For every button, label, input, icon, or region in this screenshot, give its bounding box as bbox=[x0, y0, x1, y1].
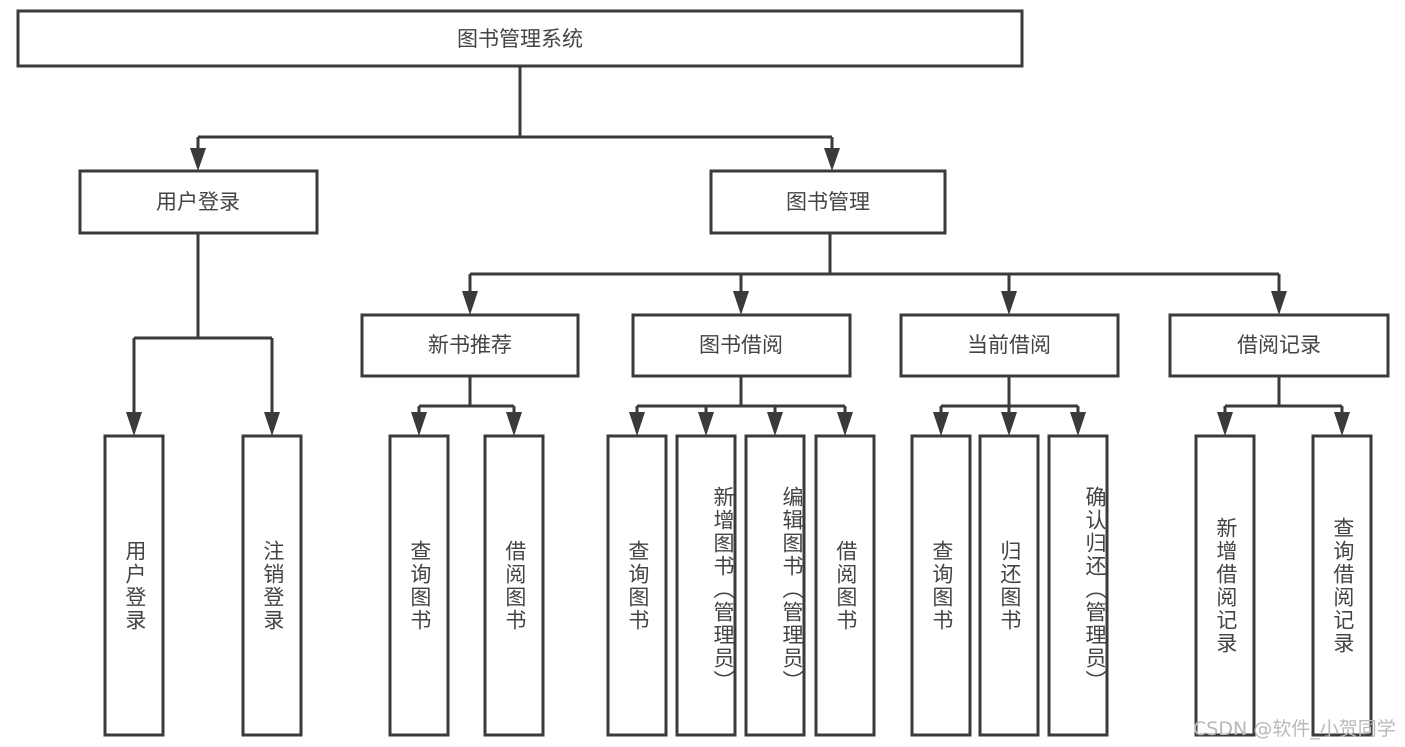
connector-new-book-rec-to-leaves bbox=[411, 376, 522, 436]
arrow-head-current-borrow bbox=[1001, 291, 1017, 315]
connector-user-login-to-leaves bbox=[126, 233, 280, 436]
arrow-head-leaf-borrow-query bbox=[629, 412, 645, 436]
leaf-box-borrow-query[interactable] bbox=[606, 434, 668, 737]
node-new-book-rec[interactable]: 新书推荐 bbox=[360, 313, 580, 378]
arrow-head-user-login bbox=[190, 148, 206, 171]
node-book-borrow-label: 图书借阅 bbox=[699, 333, 783, 357]
node-current-borrow[interactable]: 当前借阅 bbox=[899, 313, 1120, 378]
connector-book-manage-to-level3 bbox=[462, 233, 1287, 315]
arrow-head-leaf-borrow-borrow bbox=[837, 412, 853, 436]
leaf-box-rec-query2[interactable] bbox=[1311, 434, 1373, 737]
leaf-boxes bbox=[103, 434, 1373, 737]
leaf-box-cur-query[interactable] bbox=[910, 434, 972, 737]
node-current-borrow-label: 当前借阅 bbox=[967, 333, 1051, 357]
arrow-head-book-manage bbox=[824, 148, 840, 171]
node-borrow-record-label: 借阅记录 bbox=[1237, 333, 1321, 357]
arrow-head-borrow-record bbox=[1271, 291, 1287, 315]
csdn-watermark: CSDN @软件_小贺同学 bbox=[1193, 718, 1396, 740]
arrow-head-leaf-borrow-edit bbox=[767, 412, 783, 436]
leaf-box-rec-borrow[interactable] bbox=[483, 434, 545, 737]
node-new-book-rec-label: 新书推荐 bbox=[428, 333, 512, 357]
arrow-head-leaf-logout bbox=[264, 412, 280, 436]
node-user-login-label: 用户登录 bbox=[156, 190, 240, 214]
node-book-manage[interactable]: 图书管理 bbox=[709, 169, 947, 235]
leaf-box-borrow-add[interactable] bbox=[675, 434, 737, 737]
arrow-head-leaf-borrow-add bbox=[698, 412, 714, 436]
node-root[interactable]: 图书管理系统 bbox=[16, 9, 1024, 68]
leaf-box-rec-add[interactable] bbox=[1194, 434, 1256, 737]
leaf-box-logout[interactable] bbox=[241, 434, 303, 737]
arrow-head-leaf-cur-query bbox=[933, 412, 949, 436]
arrow-head-leaf-rec-add bbox=[1217, 412, 1233, 436]
arrow-head-new-book-rec bbox=[462, 291, 478, 315]
leaf-box-borrow-borrow[interactable] bbox=[814, 434, 876, 737]
arrow-head-leaf-cur-return bbox=[1001, 412, 1017, 436]
arrow-head-leaf-cur-confirm bbox=[1070, 412, 1086, 436]
node-book-borrow[interactable]: 图书借阅 bbox=[631, 313, 852, 378]
leaf-box-borrow-edit[interactable] bbox=[744, 434, 806, 737]
arrow-head-book-borrow bbox=[733, 291, 749, 315]
arrow-head-leaf-rec-borrow bbox=[506, 412, 522, 436]
leaf-box-cur-confirm[interactable] bbox=[1047, 434, 1109, 737]
connector-current-borrow-to-leaves bbox=[933, 376, 1086, 436]
node-book-manage-label: 图书管理 bbox=[786, 190, 870, 214]
leaf-box-cur-return[interactable] bbox=[978, 434, 1040, 737]
arrow-head-leaf-rec-query bbox=[411, 412, 427, 436]
arrow-head-leaf-user-login bbox=[126, 412, 142, 436]
node-root-label: 图书管理系统 bbox=[457, 27, 583, 51]
leaf-box-user-login[interactable] bbox=[103, 434, 165, 737]
connector-root-to-level2 bbox=[190, 66, 840, 171]
arrow-head-leaf-rec-query2 bbox=[1334, 412, 1350, 436]
node-user-login[interactable]: 用户登录 bbox=[78, 169, 319, 235]
connector-book-borrow-to-leaves bbox=[629, 376, 853, 436]
leaf-box-rec-query[interactable] bbox=[388, 434, 450, 737]
node-borrow-record[interactable]: 借阅记录 bbox=[1168, 313, 1390, 378]
connector-borrow-record-to-leaves bbox=[1217, 376, 1350, 436]
